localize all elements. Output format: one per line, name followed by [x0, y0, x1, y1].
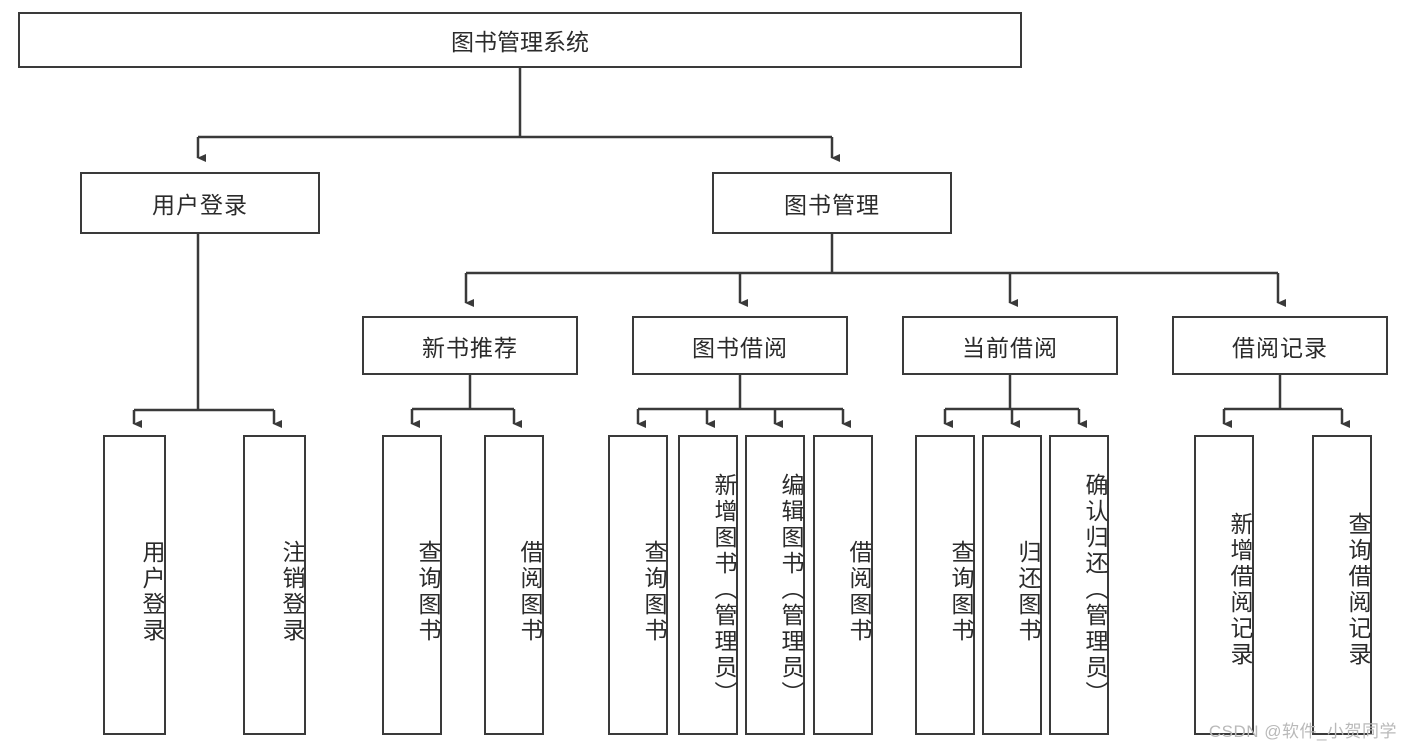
leaf-book-borrow-add-admin[interactable]: 新增图书（管理员） — [678, 435, 738, 735]
leaf-borrow-record-add[interactable]: 新增借阅记录 — [1194, 435, 1254, 735]
node-book-borrow[interactable]: 图书借阅 — [632, 316, 848, 375]
node-current-borrow[interactable]: 当前借阅 — [902, 316, 1118, 375]
leaf-new-book-query[interactable]: 查询图书 — [382, 435, 442, 735]
node-borrow-record[interactable]: 借阅记录 — [1172, 316, 1388, 375]
leaf-current-borrow-return[interactable]: 归还图书 — [982, 435, 1042, 735]
leaf-user-login-logout[interactable]: 注销登录 — [243, 435, 306, 735]
leaf-book-borrow-borrow[interactable]: 借阅图书 — [813, 435, 873, 735]
node-user-login[interactable]: 用户登录 — [80, 172, 320, 234]
leaf-borrow-record-query[interactable]: 查询借阅记录 — [1312, 435, 1372, 735]
leaf-book-borrow-edit-admin[interactable]: 编辑图书（管理员） — [745, 435, 805, 735]
csdn-watermark: CSDN @软件_小贺同学 — [1208, 722, 1397, 741]
leaf-new-book-borrow[interactable]: 借阅图书 — [484, 435, 544, 735]
node-book-management[interactable]: 图书管理 — [712, 172, 952, 234]
node-new-book-recommend[interactable]: 新书推荐 — [362, 316, 578, 375]
node-root-system[interactable]: 图书管理系统 — [18, 12, 1022, 68]
leaf-current-borrow-confirm-admin[interactable]: 确认归还（管理员） — [1049, 435, 1109, 735]
leaf-book-borrow-query[interactable]: 查询图书 — [608, 435, 668, 735]
leaf-user-login-login[interactable]: 用户登录 — [103, 435, 166, 735]
leaf-current-borrow-query[interactable]: 查询图书 — [915, 435, 975, 735]
